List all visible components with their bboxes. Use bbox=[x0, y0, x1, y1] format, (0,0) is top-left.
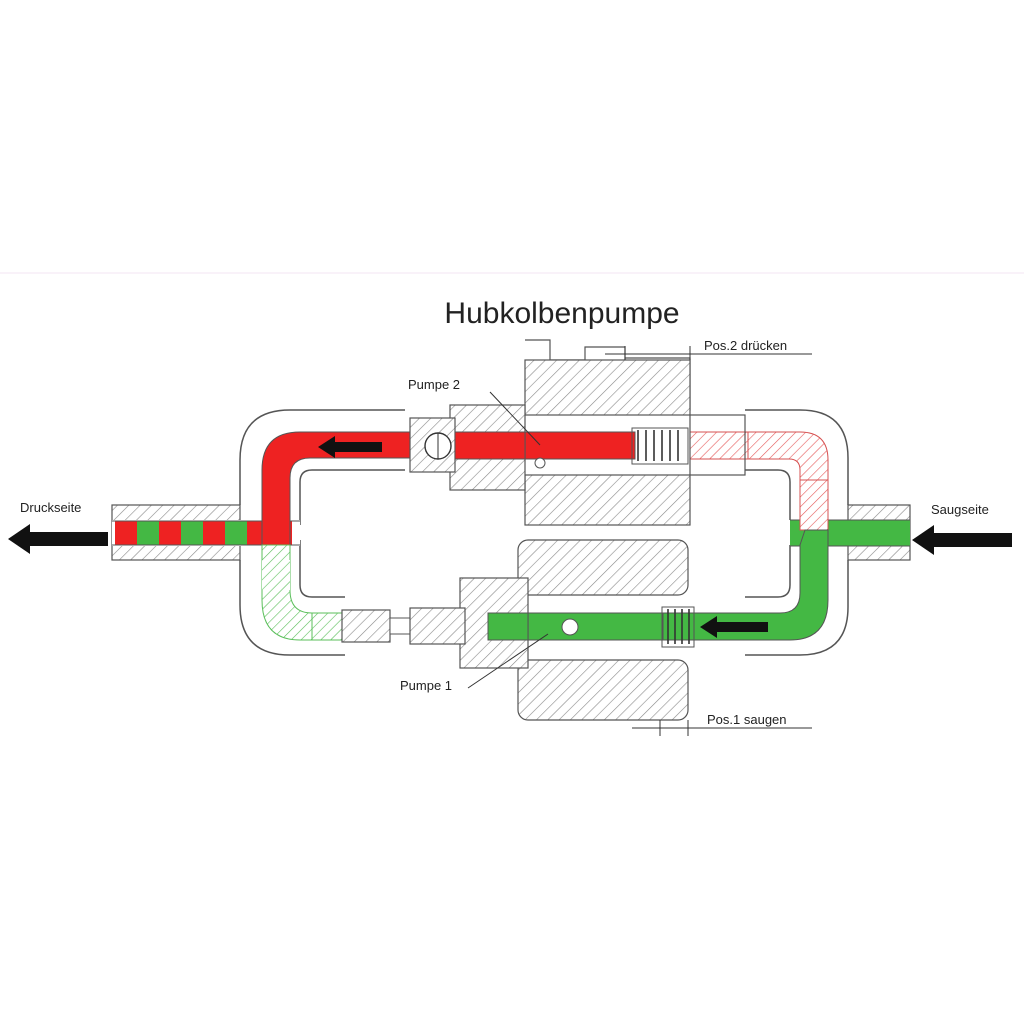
suction-flow-arrow bbox=[700, 616, 768, 638]
suction-flow-path bbox=[261, 529, 829, 641]
pipe-segment-green bbox=[137, 521, 159, 545]
pipe-segment-red bbox=[115, 521, 137, 545]
pump-1-filter-spring bbox=[409, 607, 466, 645]
pump-2-coil-housing-lower bbox=[524, 474, 691, 526]
inlet-arrow bbox=[912, 525, 1012, 555]
flow-arrows bbox=[8, 436, 1012, 638]
pump-1-inlet-valve bbox=[341, 609, 391, 643]
pipe-loop bbox=[239, 409, 849, 656]
pump-1-coil-housing-lower bbox=[517, 659, 689, 721]
pressure-flow-arrow bbox=[318, 436, 382, 458]
pos-1-label: Pos.1 saugen bbox=[707, 712, 787, 727]
pump-1-coil-housing-upper bbox=[517, 539, 689, 596]
pump-2-label: Pumpe 2 bbox=[408, 377, 460, 392]
pipe-segment-red bbox=[159, 521, 181, 545]
diagram-title: Hubkolbenpumpe bbox=[444, 297, 679, 330]
pump-2-coil-housing bbox=[524, 359, 691, 416]
inlet-label: Saugseite bbox=[931, 502, 989, 517]
pipe-segment-green bbox=[181, 521, 203, 545]
pressure-flow-path bbox=[261, 431, 829, 546]
pipe-segment-green bbox=[225, 521, 247, 545]
pump-2-assembly bbox=[409, 339, 746, 526]
suction-port-hole bbox=[561, 618, 579, 636]
pressure-flow-right-hatched bbox=[689, 431, 829, 531]
pos-2-label: Pos.2 drücken bbox=[704, 338, 787, 353]
pump-1-spring bbox=[667, 609, 690, 644]
pump-2-spring bbox=[637, 430, 679, 461]
pipe-segment-red bbox=[203, 521, 225, 545]
outlet-arrow bbox=[8, 524, 108, 554]
pump-1-assembly bbox=[341, 539, 695, 721]
outlet-label: Druckseite bbox=[20, 500, 81, 515]
pump-1-label: Pumpe 1 bbox=[400, 678, 452, 693]
annotations: Pumpe 2 Pumpe 1 Pos.2 drücken Pos.1 saug… bbox=[20, 338, 989, 736]
